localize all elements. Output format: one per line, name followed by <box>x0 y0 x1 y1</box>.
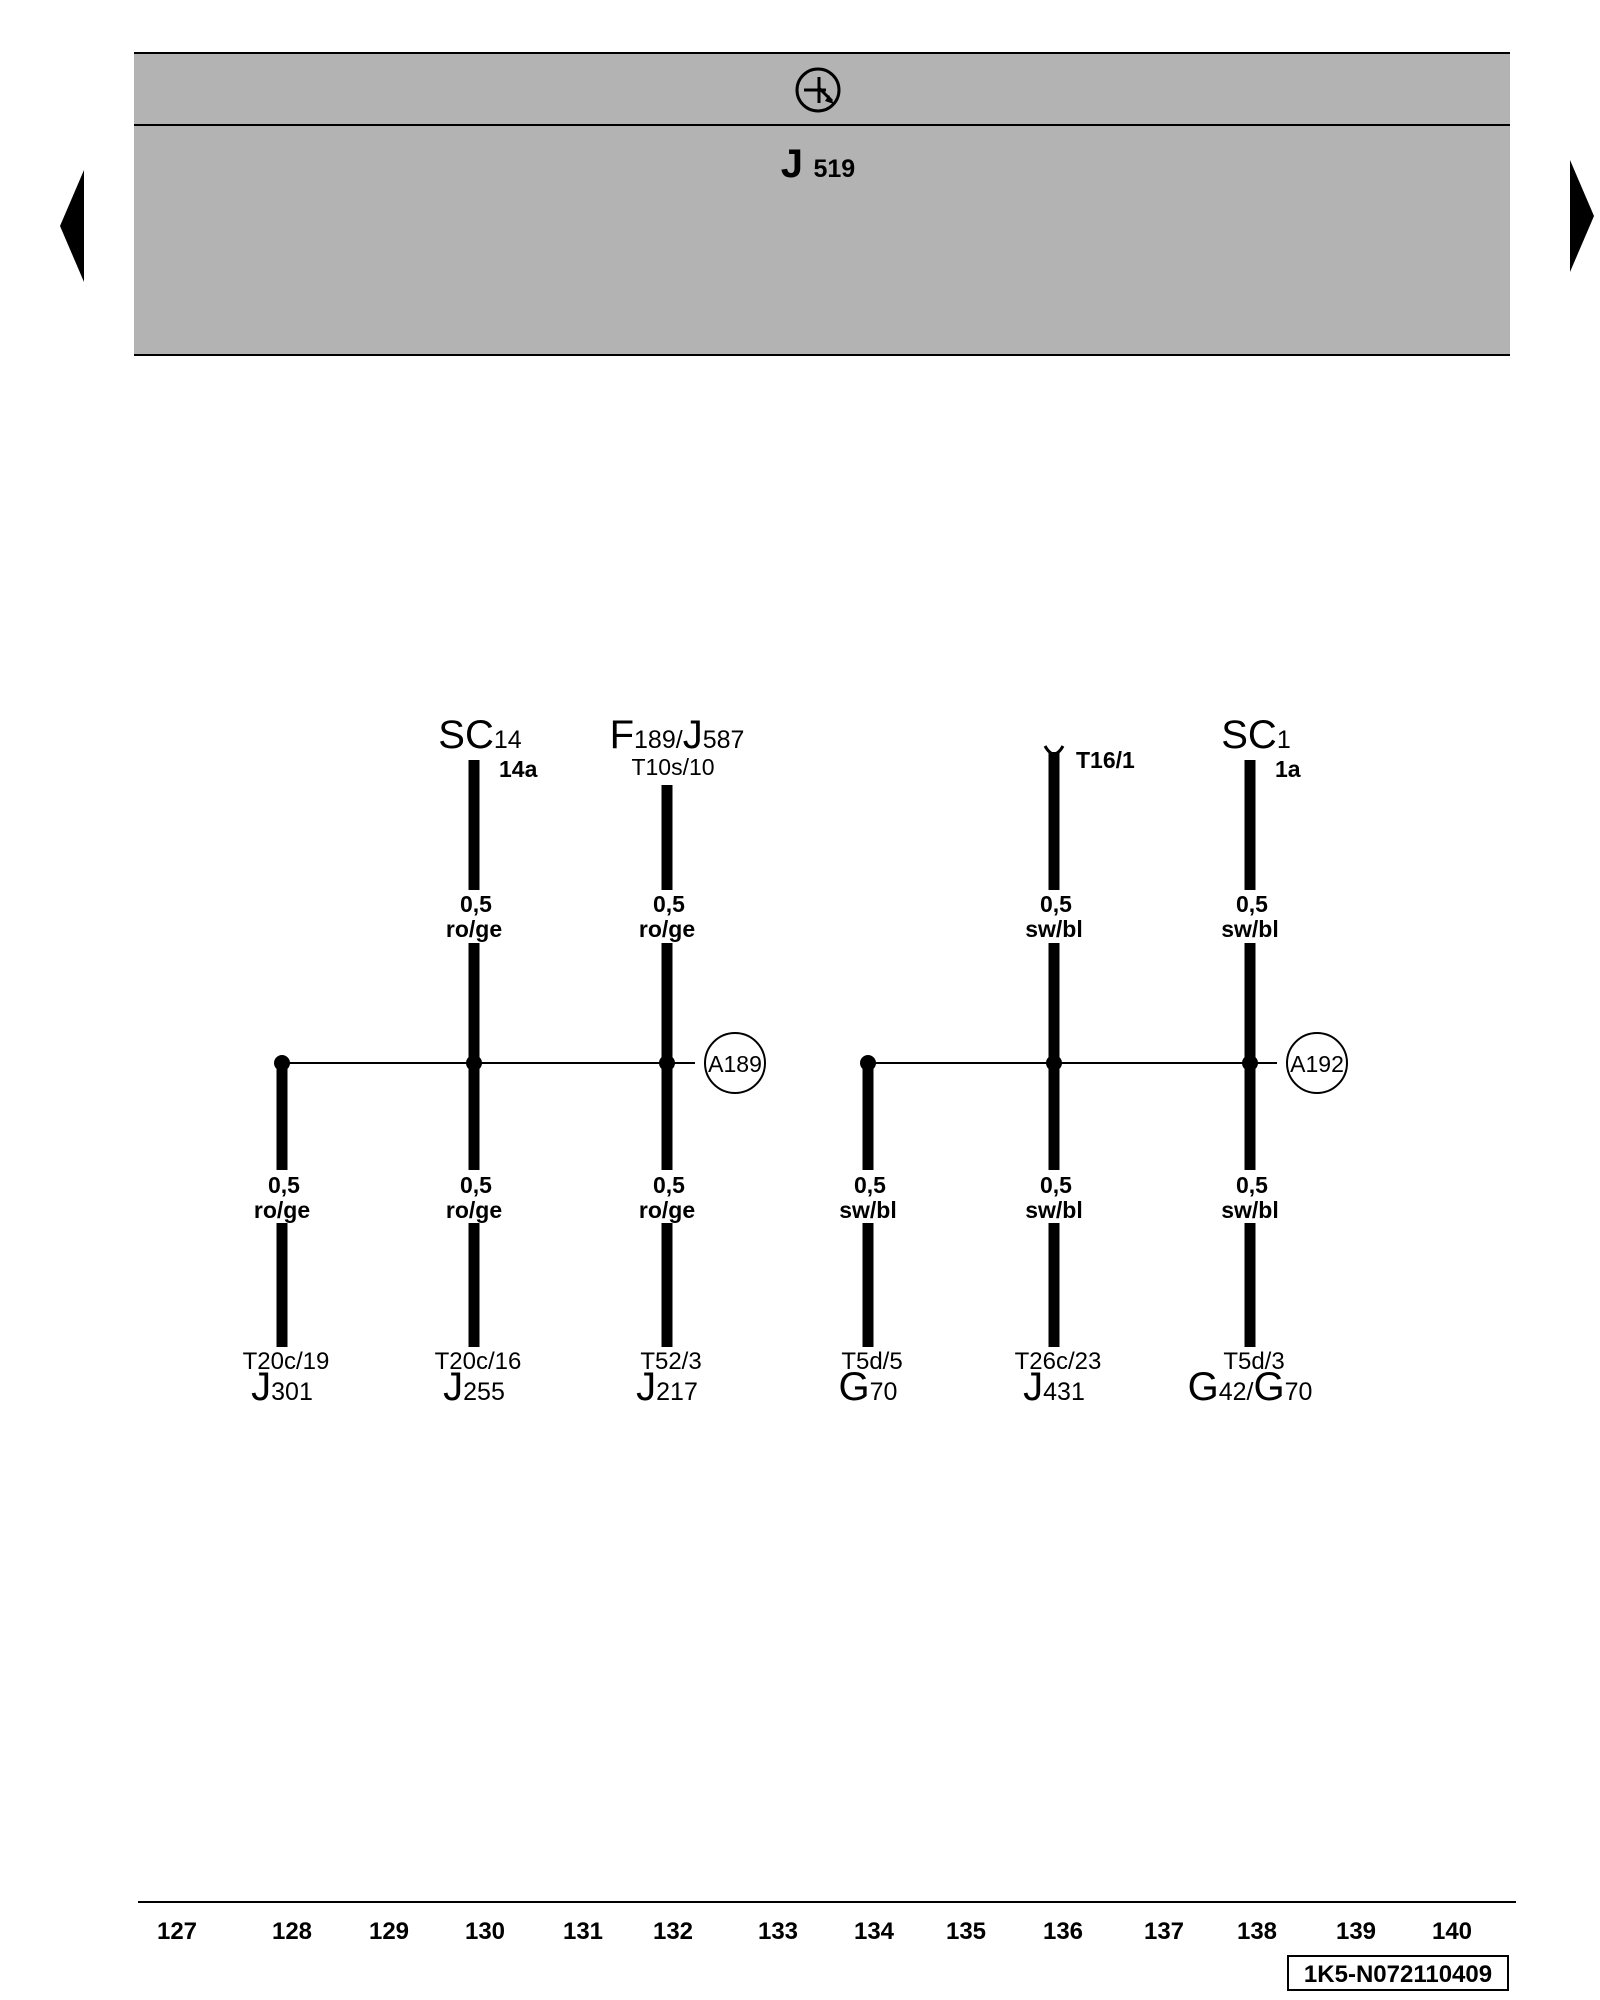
wire-gauge-label: 0,5 <box>1040 1172 1072 1198</box>
wire-gauge-label: 0,5 <box>460 1172 492 1198</box>
track-number: 138 <box>1237 1918 1277 1945</box>
track-number: 137 <box>1144 1918 1184 1945</box>
footer: 127 128 129 130 131 132 133 134 135 136 137 138 139 1… <box>138 1901 1516 1991</box>
target-component-label: J431 <box>1023 1365 1085 1409</box>
wire-group-a189: A1890,5ro/geT20c/19J3010,5ro/geSC1414a0,… <box>243 713 766 1409</box>
wire-gauge-label: 0,5 <box>460 891 492 917</box>
ground-transistor-icon <box>795 67 841 113</box>
target-component-label: J217 <box>636 1365 698 1409</box>
wire-gauge-label: 0,5 <box>653 891 685 917</box>
wire-color-label: ro/ge <box>446 1197 502 1223</box>
wire-color-label: sw/bl <box>1025 916 1083 942</box>
header-background <box>134 53 1510 355</box>
wire: 0,5ro/geF189/J587T10s/100,5ro/geT52/3J21… <box>610 713 745 1409</box>
wire-gauge-label: 0,5 <box>854 1172 886 1198</box>
terminal-label: T5d/5 <box>841 1348 902 1375</box>
wire-group-a192: A1920,5sw/blT5d/5G700,5sw/blT16/10,5sw/b… <box>839 713 1348 1409</box>
wire-color-label: ro/ge <box>446 916 502 942</box>
source-pin-label: 14a <box>499 756 538 782</box>
terminal-label: T5d/3 <box>1223 1348 1284 1375</box>
header-band: J 519 <box>134 52 1510 356</box>
doc-id-box <box>1287 1955 1509 1991</box>
splice-circle <box>704 1032 766 1094</box>
wire-gauge-label: 0,5 <box>653 1172 685 1198</box>
wire-color-label: sw/bl <box>839 1197 897 1223</box>
target-component-label: G70 <box>839 1365 898 1409</box>
prev-page-icon[interactable] <box>60 170 84 282</box>
track-number: 136 <box>1043 1918 1083 1945</box>
wire-color-label: ro/ge <box>254 1197 310 1223</box>
track-numbers: 127 128 129 130 131 132 133 134 135 136 137 138 139 1… <box>157 1918 1472 1945</box>
track-number: 131 <box>563 1918 603 1945</box>
track-number: 127 <box>157 1918 197 1945</box>
target-component-label: G42/G70 <box>1188 1365 1313 1409</box>
terminal-label: T20c/19 <box>243 1348 330 1375</box>
track-number: 133 <box>758 1918 798 1945</box>
splice-label: A189 <box>708 1051 762 1077</box>
wire-gauge-label: 0,5 <box>1040 891 1072 917</box>
source-pin-label: 1a <box>1275 756 1301 782</box>
wire-gauge-label: 0,5 <box>1236 891 1268 917</box>
track-number: 140 <box>1432 1918 1472 1945</box>
wire-color-label: sw/bl <box>1221 1197 1279 1223</box>
source-component-label: F189/J587 <box>610 713 745 757</box>
track-number: 135 <box>946 1918 986 1945</box>
splice-circle <box>1286 1032 1348 1094</box>
terminal-label: T26c/23 <box>1015 1348 1102 1375</box>
source-component-label: SC14 <box>438 713 521 757</box>
track-number: 129 <box>369 1918 409 1945</box>
terminal-label: T20c/16 <box>435 1348 522 1375</box>
next-page-icon[interactable] <box>1570 160 1594 272</box>
track-number: 128 <box>272 1918 312 1945</box>
connector-icon <box>1043 745 1065 756</box>
wire-color-label: sw/bl <box>1221 916 1279 942</box>
track-number: 134 <box>854 1918 895 1945</box>
track-number: 139 <box>1336 1918 1376 1945</box>
connector-label: T16/1 <box>1076 747 1135 773</box>
doc-id: 1K5-N072110409 <box>1304 1961 1492 1988</box>
track-number: 130 <box>465 1918 505 1945</box>
track-number: 132 <box>653 1918 693 1945</box>
source-pin-label: T10s/10 <box>631 754 714 780</box>
wiring-diagram: A1890,5ro/geT20c/19J3010,5ro/geSC1414a0,… <box>243 713 1348 1409</box>
source-component-label: SC1 <box>1221 713 1290 757</box>
wire-color-label: ro/ge <box>639 1197 695 1223</box>
target-component-label: J255 <box>443 1365 505 1409</box>
wire-gauge-label: 0,5 <box>1236 1172 1268 1198</box>
wire-color-label: ro/ge <box>639 916 695 942</box>
splice-label: A192 <box>1290 1051 1344 1077</box>
wire-color-label: sw/bl <box>1025 1197 1083 1223</box>
wire-gauge-label: 0,5 <box>268 1172 300 1198</box>
target-component-label: J301 <box>251 1365 313 1409</box>
header-component-label: J 519 <box>781 142 855 186</box>
terminal-label: T52/3 <box>640 1348 701 1375</box>
